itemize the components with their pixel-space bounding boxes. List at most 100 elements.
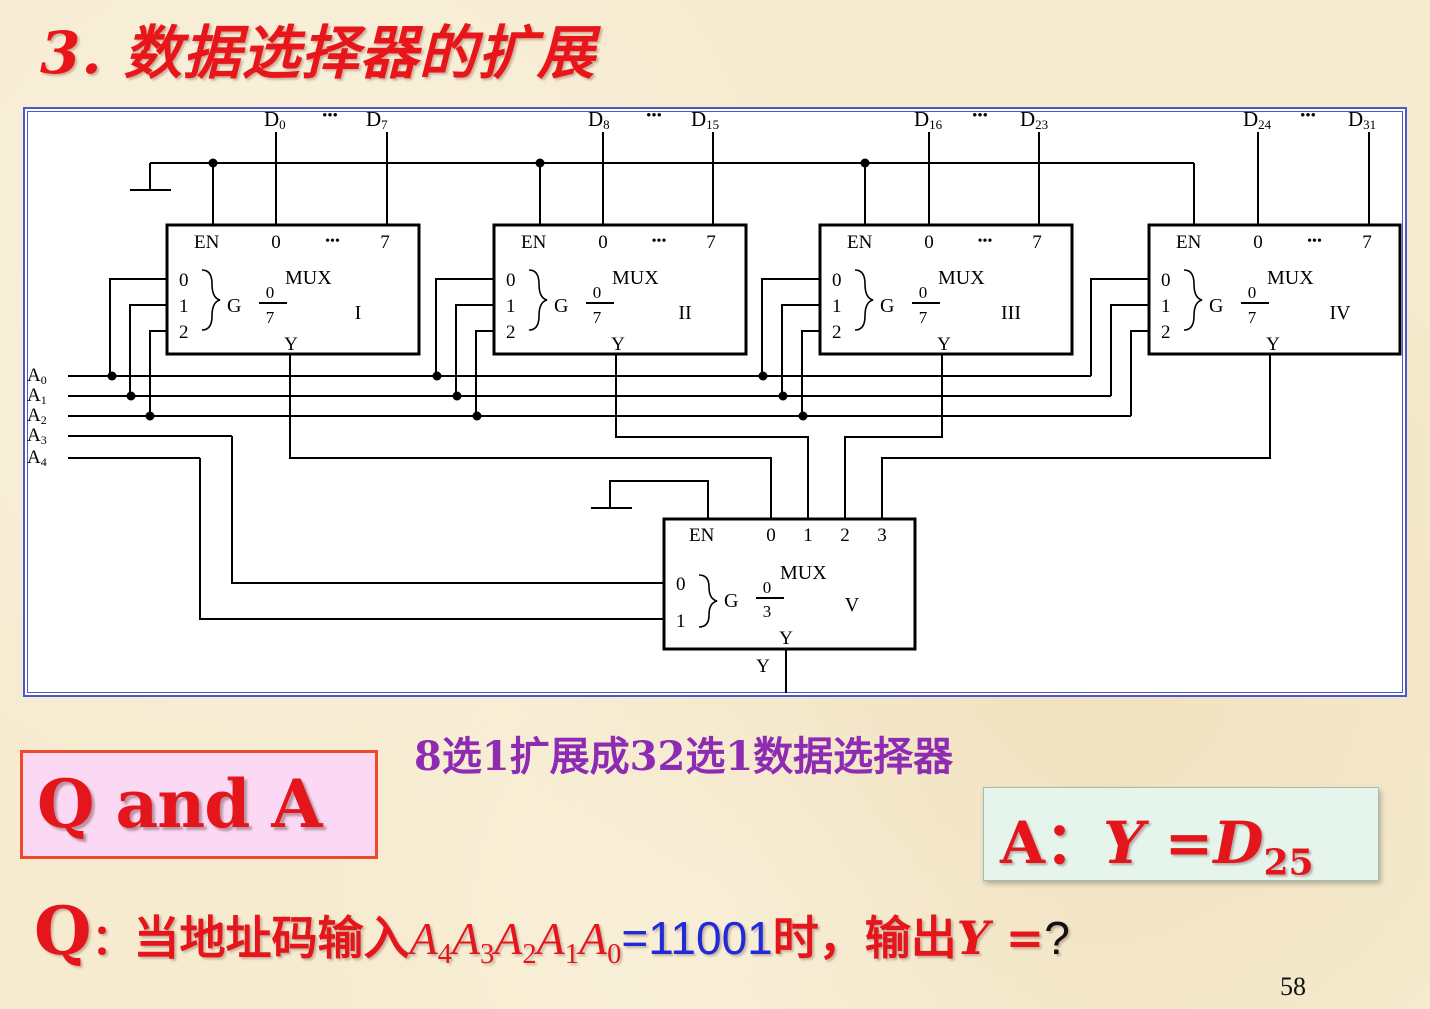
address-label: A3 [27, 425, 47, 447]
question-line: Q：当地址码输入A4A3A2A1A0=11001时，输出Y =? [34, 892, 1070, 971]
data-input-label: D31 [1348, 109, 1376, 132]
question-eq: = [621, 912, 649, 964]
answer-text: A：Y =D25 [1000, 796, 1314, 884]
select-wire [801, 330, 820, 416]
question-colon: ： [91, 915, 134, 964]
data-input-label: D24 [1243, 109, 1272, 132]
mux-block [492, 223, 748, 356]
addr-sub: 0 [607, 939, 622, 971]
mux-y-label: Y [937, 334, 951, 355]
question-text-2: 时，输出 [772, 911, 957, 965]
mux-input-label: 7 [380, 232, 390, 253]
address-label: A1 [27, 385, 47, 407]
addr-sub: 3 [480, 939, 495, 971]
mux-select-label: 2 [506, 322, 516, 343]
mux-select-label: 0 [676, 574, 686, 595]
select-wire [761, 278, 820, 376]
mux-ellipsis: ••• [325, 234, 340, 249]
mux-roman-label: I [355, 302, 362, 324]
mux-input-label: 2 [840, 525, 850, 546]
junction-dot [778, 391, 788, 401]
output-wire [289, 354, 772, 519]
mux-input-label: 7 [706, 232, 716, 253]
mux-select-label: 0 [506, 270, 516, 291]
answer-rhs-sub: 25 [1263, 841, 1314, 884]
select-wire [1110, 304, 1149, 396]
data-ellipsis: ••• [1300, 109, 1316, 124]
select-wire [475, 330, 494, 416]
mux-frac-top: 0 [919, 283, 928, 302]
mux-select-label: 2 [1161, 322, 1171, 343]
data-input-label: D0 [264, 109, 286, 132]
qa-box: Q and A [20, 750, 378, 859]
mux-roman-label: IV [1329, 302, 1351, 324]
address-label: A4 [27, 447, 47, 469]
mux-frac-bottom: 3 [763, 602, 772, 621]
mux-roman-label: V [845, 594, 860, 616]
data-input-label: D15 [691, 109, 719, 132]
slide-title: 3. 数据选择器的扩展 [40, 19, 596, 87]
mux-input-label: 0 [271, 232, 281, 253]
data-ellipsis: ••• [322, 109, 338, 124]
select-wire [1130, 330, 1149, 416]
mux-g-label: G [227, 295, 241, 317]
answer-box: A：Y =D25 [983, 787, 1379, 884]
junction-dot [758, 371, 768, 381]
address-label: A2 [27, 405, 47, 427]
junction-dot [452, 391, 462, 401]
mux-select-label: 1 [1161, 296, 1171, 317]
mux-type-label: MUX [780, 562, 827, 584]
mux-frac-bottom: 7 [919, 308, 928, 327]
data-input-label: D16 [914, 109, 943, 132]
mux-input-label: 0 [924, 232, 934, 253]
select-brace [201, 269, 221, 331]
mux-type-label: MUX [938, 267, 985, 289]
junction-dot [798, 411, 808, 421]
junction-dot [107, 371, 117, 381]
answer-rhs: D [1213, 809, 1264, 877]
mux-select-label: 2 [832, 322, 842, 343]
data-input-label: D8 [588, 109, 610, 132]
mux-input-label: 1 [803, 525, 813, 546]
select-brace [1183, 269, 1203, 331]
mux-en-label: EN [689, 525, 715, 546]
mux-frac-bottom: 7 [593, 308, 602, 327]
mux-ellipsis: ••• [1307, 234, 1322, 249]
mux-y-label: Y [284, 334, 298, 355]
mux-g-label: G [724, 590, 738, 612]
data-ellipsis: ••• [972, 109, 988, 124]
output-wire [881, 354, 1271, 519]
junction-dot [472, 411, 482, 421]
mux-en-label: EN [847, 232, 873, 253]
mux-frac-bottom: 7 [266, 308, 275, 327]
mux-input-label: 7 [1362, 232, 1372, 253]
addr-var: A [409, 913, 438, 964]
address-code-vars: A4A3A2A1A0 [409, 913, 622, 970]
mux-input-label: 3 [877, 525, 887, 546]
mux-input-label: 7 [1032, 232, 1042, 253]
page-number: 58 [1280, 972, 1306, 1001]
select-wire [1090, 278, 1149, 376]
final-output-label: Y [756, 656, 770, 677]
mux-frac-top: 0 [763, 578, 772, 597]
mux-frac-top: 0 [266, 283, 275, 302]
select-wire [455, 304, 494, 396]
junction-dot [208, 158, 218, 168]
select-wire [231, 436, 664, 584]
select-wire [149, 330, 167, 416]
mux-en-label: EN [1176, 232, 1202, 253]
qa-label: Q and A [37, 765, 323, 843]
mux-y-label: Y [1266, 334, 1280, 355]
junction-dot [535, 158, 545, 168]
mux-en-label: EN [194, 232, 220, 253]
enable-wire-final [609, 480, 709, 519]
answer-eq: = [1144, 809, 1214, 877]
mux-roman-label: II [678, 302, 691, 324]
addr-var: A [494, 913, 523, 964]
mux-g-label: G [880, 295, 894, 317]
mux-select-label: 1 [676, 611, 686, 632]
mux-frac-bottom: 7 [1248, 308, 1257, 327]
mux-type-label: MUX [612, 267, 659, 289]
